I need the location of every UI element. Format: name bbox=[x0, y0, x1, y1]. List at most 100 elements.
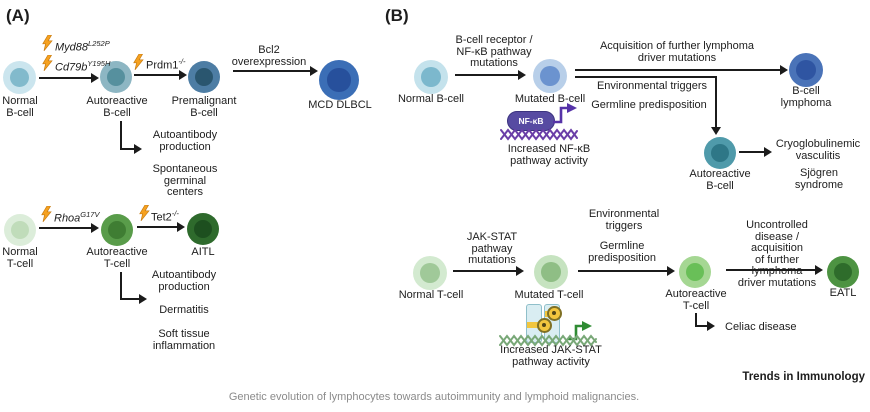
label-normal-b-cell-b: Normal B-cell bbox=[397, 93, 465, 105]
journal-credit: Trends in Immunology bbox=[742, 371, 865, 383]
cell-nucleus bbox=[796, 60, 816, 80]
receptor-band bbox=[527, 322, 541, 328]
label-mcd-dlbcl: MCD DLBCL bbox=[308, 99, 372, 111]
lightning-bolt-icon bbox=[139, 205, 150, 221]
label-b-cell-lymphoma: B-cell lymphoma bbox=[780, 85, 832, 109]
cell-nucleus bbox=[541, 262, 561, 282]
cell-nucleus bbox=[107, 220, 127, 240]
label-autoreactive-b-cell-a: Autoreactive B-cell bbox=[86, 95, 148, 119]
cell-normal-b-cell-b bbox=[414, 60, 448, 94]
gene-sup: G17V bbox=[80, 210, 100, 219]
label-normal-b-cell-a: Normal B-cell bbox=[2, 95, 38, 119]
lightning-bolt-icon bbox=[133, 54, 144, 70]
arrow-autoreactive-b-to-outcomes bbox=[739, 147, 772, 157]
branch-line-vertical bbox=[695, 313, 697, 327]
label-celiac-disease: Celiac disease bbox=[725, 321, 797, 333]
cell-nucleus bbox=[421, 67, 441, 87]
lightning-bolt-icon bbox=[42, 35, 53, 51]
cell-eatl bbox=[827, 256, 859, 288]
gene-sup: -/- bbox=[171, 209, 179, 218]
dna-helix-icon bbox=[500, 128, 578, 141]
cell-premalignant-b-cell bbox=[188, 61, 220, 93]
gene-sup: Y195H bbox=[87, 59, 111, 68]
label-germline-predisposition-b: Germline predisposition bbox=[591, 99, 707, 111]
gene-sup: -/- bbox=[178, 57, 186, 66]
label-uncontrolled-disease: Uncontrolled disease / acquisition of fu… bbox=[737, 219, 817, 289]
cell-normal-t-cell-b bbox=[413, 256, 447, 290]
gene-name: Prdm1 bbox=[146, 59, 179, 72]
cell-nucleus bbox=[194, 67, 214, 87]
label-dermatitis: Dermatitis bbox=[159, 304, 209, 316]
label-acquisition-driver-mutations: Acquisition of further lymphoma driver m… bbox=[599, 40, 755, 64]
branch-arrow-autoimmunity-b bbox=[120, 144, 142, 154]
gene-name: Cd79b bbox=[55, 61, 88, 74]
cell-nucleus bbox=[833, 262, 853, 282]
arrow-premalignant-to-mcd bbox=[233, 66, 318, 76]
label-environmental-triggers-b: Environmental triggers bbox=[596, 80, 708, 92]
label-normal-t-cell-a: Normal T-cell bbox=[2, 246, 38, 270]
cell-autoreactive-b-cell-b bbox=[704, 137, 736, 169]
cell-mcd-dlbcl bbox=[319, 60, 359, 100]
label-spontaneous-germinal-centers: Spontaneous germinal centers bbox=[152, 163, 218, 198]
label-aitl: AITL bbox=[191, 246, 215, 258]
label-increased-jak-stat-activity: Increased JAK-STAT pathway activity bbox=[500, 344, 602, 368]
arrow-autoreactive-t-to-aitl bbox=[137, 222, 185, 232]
mutation-rhoa: RhoaG17V bbox=[54, 209, 99, 225]
branch-line-vertical bbox=[120, 272, 122, 299]
label-normal-t-cell-b: Normal T-cell bbox=[398, 289, 464, 301]
mutation-prdm1: Prdm1-/- bbox=[146, 56, 186, 72]
lightning-bolt-icon bbox=[41, 206, 52, 222]
label-jak-stat-mutations: JAK-STAT pathway mutations bbox=[466, 231, 518, 266]
arrow-normal-to-autoreactive-t bbox=[39, 223, 99, 233]
arrow-normal-to-autoreactive-b bbox=[39, 73, 99, 83]
lightning-bolt-icon bbox=[42, 55, 53, 71]
label-autoreactive-t-cell-a: Autoreactive T-cell bbox=[86, 246, 148, 270]
arrow-autoreactive-t-to-eatl bbox=[726, 265, 823, 275]
cell-nucleus bbox=[420, 263, 440, 283]
arrow-normal-to-mutated-t bbox=[453, 266, 524, 276]
cell-nucleus bbox=[327, 68, 351, 92]
label-autoantibody-production-b: Autoantibody production bbox=[152, 129, 218, 153]
mutation-tet2: Tet2-/- bbox=[151, 208, 179, 224]
cell-normal-t-cell-a bbox=[4, 214, 36, 246]
label-mutated-t-cell: Mutated T-cell bbox=[514, 289, 584, 301]
arrow-mutated-b-to-lymphoma bbox=[575, 65, 788, 75]
label-soft-tissue-inflammation: Soft tissue inflammation bbox=[152, 328, 216, 352]
arrow-down-to-autoreactive-b bbox=[715, 76, 718, 128]
transcription-arrow-icon bbox=[553, 103, 577, 124]
label-premalignant-b-cell: Premalignant B-cell bbox=[171, 95, 237, 119]
cell-normal-b-cell-a bbox=[3, 61, 36, 94]
label-cryoglobulinemic-vasculitis: Cryoglobulinemic vasculitis bbox=[775, 138, 861, 162]
figure-caption: Genetic evolution of lymphocytes towards… bbox=[228, 391, 640, 403]
label-eatl: EATL bbox=[829, 287, 857, 299]
branch-arrow-autoimmunity-t bbox=[120, 294, 147, 304]
gene-name: Rhoa bbox=[54, 212, 81, 225]
panel-b-label: (B) bbox=[385, 6, 409, 25]
cell-nucleus bbox=[10, 220, 30, 240]
label-sjogren-syndrome: Sjögren syndrome bbox=[794, 167, 844, 191]
arrow-normal-to-mutated-b bbox=[455, 70, 526, 80]
branch-arrow-celiac bbox=[695, 321, 715, 331]
arrow-autoreactive-to-premalignant bbox=[134, 70, 187, 80]
cell-nucleus bbox=[685, 262, 705, 282]
nfkb-gene-icon: NF-κB bbox=[507, 111, 555, 131]
gene-sup: L252P bbox=[88, 39, 110, 48]
branch-line-horizontal bbox=[575, 76, 717, 78]
phospho-circle-icon bbox=[547, 306, 562, 321]
label-environmental-triggers-t: Environmental triggers bbox=[588, 208, 660, 232]
cell-nucleus bbox=[540, 66, 560, 86]
cell-aitl bbox=[187, 213, 219, 245]
label-autoreactive-b-cell-b: Autoreactive B-cell bbox=[689, 168, 751, 192]
branch-line-vertical bbox=[120, 121, 122, 149]
label-autoreactive-t-cell-b: Autoreactive T-cell bbox=[665, 288, 727, 312]
cell-autoreactive-t-cell-a bbox=[101, 214, 133, 246]
dna-helix-icon bbox=[499, 334, 597, 347]
label-germline-predisposition-t: Germline predisposition bbox=[588, 240, 656, 264]
cell-b-cell-lymphoma bbox=[789, 53, 823, 87]
cell-nucleus bbox=[193, 219, 213, 239]
cell-mutated-b-cell bbox=[533, 59, 567, 93]
cell-nucleus bbox=[106, 67, 126, 87]
panel-a-label: (A) bbox=[6, 6, 30, 25]
gene-name: Tet2 bbox=[151, 211, 172, 224]
